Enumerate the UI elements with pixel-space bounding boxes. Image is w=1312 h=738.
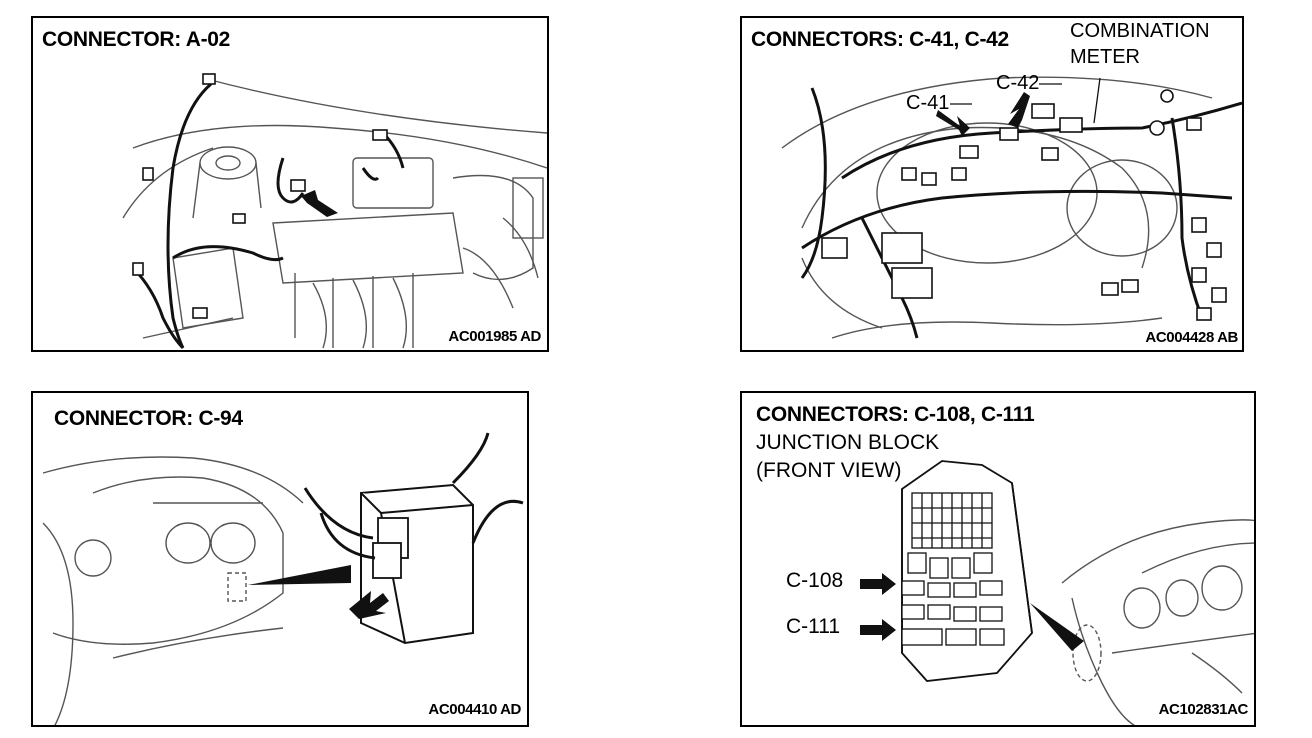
c41-arrow xyxy=(936,110,970,136)
c41-label: C-41 xyxy=(906,92,950,114)
figure-code: AC004410 AD xyxy=(428,701,521,718)
c108-label: C-108 xyxy=(786,569,844,592)
c42-arrow xyxy=(1008,92,1030,128)
c42-label: C-42 xyxy=(996,72,1040,94)
junction-block-label-line1: JUNCTION BLOCK xyxy=(756,431,940,454)
panel-connector-a02: CONNECTOR: A-02 AC001985 AD xyxy=(31,16,549,352)
panel-title: CONNECTOR: A-02 xyxy=(42,28,231,51)
junction-block-illustration xyxy=(860,460,1254,725)
pointer-arrow xyxy=(301,190,338,217)
panel-connectors-c108-c111: CONNECTORS: C-108, C-111 JUNCTION BLOCK … xyxy=(740,391,1256,727)
figure-code: AC004428 AB xyxy=(1145,329,1238,346)
panel-title: CONNECTOR: C-94 xyxy=(54,407,243,430)
pointer-arrow xyxy=(349,591,389,619)
c111-label: C-111 xyxy=(786,615,841,638)
figure-code: AC001985 AD xyxy=(448,328,541,345)
dashboard-relay-illustration xyxy=(42,432,524,725)
dashboard-rear-illustration xyxy=(781,76,1242,339)
figure-code: AC102831AC xyxy=(1158,701,1249,718)
engine-bay-illustration xyxy=(122,73,547,350)
panel-connectors-c41-c42: CONNECTORS: C-41, C-42 COMBINATION METER… xyxy=(740,16,1244,352)
junction-block-label-line2: (FRONT VIEW) xyxy=(756,459,902,482)
combination-meter-label-line1: COMBINATION xyxy=(1070,20,1210,42)
combination-meter-label-line2: METER xyxy=(1070,46,1140,68)
c111-arrow xyxy=(860,619,896,641)
panel-title: CONNECTORS: C-108, C-111 xyxy=(756,403,1035,426)
c108-arrow xyxy=(860,573,896,595)
panel-title: CONNECTORS: C-41, C-42 xyxy=(751,28,1009,51)
panel-connector-c94: CONNECTOR: C-94 AC004410 AD xyxy=(31,391,529,727)
